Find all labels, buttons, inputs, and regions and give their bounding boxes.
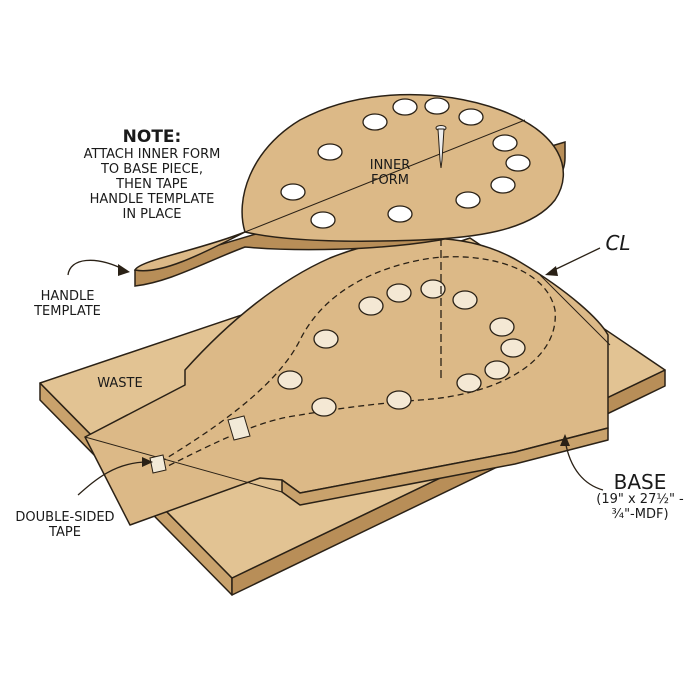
note-title: NOTE: bbox=[122, 127, 182, 147]
centerline-symbol: CL bbox=[605, 231, 631, 255]
inner-form-label-line: INNER bbox=[369, 158, 411, 173]
tape-piece-2 bbox=[149, 454, 167, 474]
base-spec-line: (19" x 27½" - bbox=[596, 492, 684, 507]
base-center-line bbox=[84, 436, 283, 493]
handle-template-leader bbox=[67, 259, 126, 276]
handle-template-label: HANDLE TEMPLATE bbox=[20, 289, 115, 319]
note-line: IN PLACE bbox=[122, 207, 182, 222]
inner-form-label-line: FORM bbox=[371, 173, 409, 188]
tape-label-line: DOUBLE-SIDED bbox=[15, 510, 115, 525]
tape-label-line: TAPE bbox=[49, 525, 81, 540]
base-title: BASE bbox=[613, 470, 667, 494]
centerline-on-base bbox=[539, 274, 611, 346]
base-board bbox=[39, 237, 666, 596]
note-line: ATTACH INNER FORM bbox=[83, 147, 221, 162]
base-leader bbox=[564, 439, 604, 491]
note-block: NOTE: ATTACH INNER FORM TO BASE PIECE, T… bbox=[62, 127, 242, 223]
note-line: HANDLE TEMPLATE bbox=[89, 192, 215, 207]
arrowheads bbox=[118, 264, 570, 467]
note-line: TO BASE PIECE, bbox=[100, 162, 204, 177]
base-label: BASE (19" x 27½" - ¾"-MDF) bbox=[585, 472, 695, 522]
base-spec-line: ¾"-MDF) bbox=[611, 507, 669, 522]
inner-form-centerline bbox=[244, 119, 526, 233]
inner-form-holes bbox=[280, 97, 531, 229]
inner-form-top bbox=[133, 93, 565, 272]
tape-leader bbox=[77, 461, 149, 496]
tape-piece-1 bbox=[227, 415, 251, 441]
centerline-leader bbox=[549, 247, 601, 273]
leader-lines bbox=[67, 247, 604, 496]
base-holes bbox=[277, 279, 526, 417]
inner-form-label: INNER FORM bbox=[355, 158, 425, 188]
handle-template-label-line: HANDLE bbox=[40, 289, 95, 304]
waste-label: WASTE bbox=[97, 376, 143, 391]
note-line: THEN TAPE bbox=[116, 177, 188, 192]
handle-template-label-line: TEMPLATE bbox=[34, 304, 101, 319]
inner-form-outline-dashed bbox=[159, 256, 556, 471]
screw-icon bbox=[435, 125, 447, 169]
double-sided-tape-label: DOUBLE-SIDED TAPE bbox=[10, 510, 120, 540]
form-side-edge bbox=[281, 427, 609, 506]
inner-form bbox=[133, 93, 566, 287]
